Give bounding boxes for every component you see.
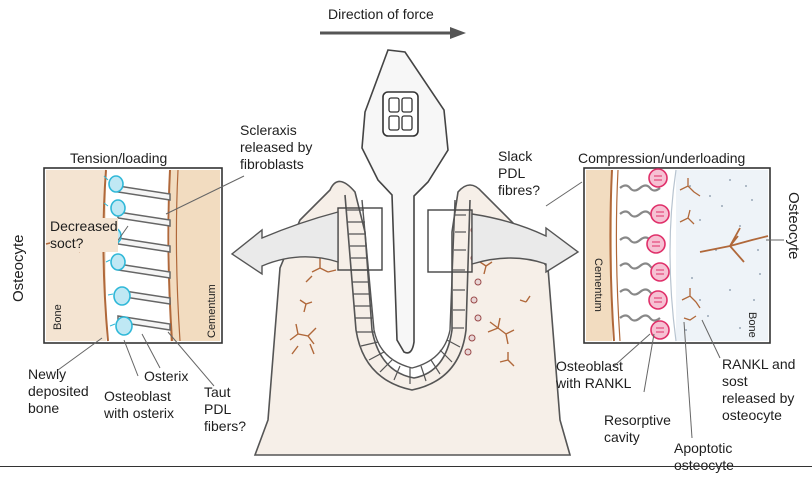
right-panel	[584, 168, 770, 343]
left-osteocyte-label: Osteocyte	[10, 234, 27, 302]
newly-line-3: bone	[28, 400, 89, 417]
left-bone-label: Bone	[52, 304, 64, 330]
crown-window-icon	[383, 92, 418, 136]
bottom-rule	[0, 466, 812, 467]
rankl-sost-line-4: osteocyte	[722, 407, 795, 424]
decreased-line-2: soct?	[50, 235, 118, 252]
taut-pdl-label: Taut PDL fibers?	[204, 384, 246, 435]
osteoblast-osterix-line-2: with osterix	[104, 405, 174, 422]
scleraxis-line-3: fibroblasts	[240, 156, 312, 173]
osterix-label: Osterix	[144, 368, 188, 385]
osteoblast-osterix-line-1: Osteoblast	[104, 388, 174, 405]
rankl-sost-line-2: sost	[722, 373, 795, 390]
scleraxis-label: Scleraxis released by fibroblasts	[240, 122, 312, 173]
resorptive-cavity-label: Resorptive cavity	[604, 412, 671, 446]
slack-line-1: Slack	[498, 148, 540, 165]
scleraxis-line-1: Scleraxis	[240, 122, 312, 139]
left-panel-title: Tension/loading	[70, 150, 167, 167]
apoptotic-line-1: Apoptotic	[674, 440, 734, 457]
taut-line-1: Taut	[204, 384, 246, 401]
apoptotic-osteocyte-label: Apoptotic osteocyte	[674, 440, 734, 474]
newly-line-1: Newly	[28, 366, 89, 383]
rankl-sost-line-1: RANKL and	[722, 356, 795, 373]
rankl-sost-label: RANKL and sost released by osteocyte	[722, 356, 795, 424]
osteoblast-rankl-line-2: with RANKL	[556, 375, 631, 392]
newly-deposited-label: Newly deposited bone	[28, 366, 89, 417]
slack-line-3: fibres?	[498, 182, 540, 199]
decreased-soct-label: Decreased soct?	[50, 218, 118, 252]
newly-line-2: deposited	[28, 383, 89, 400]
scleraxis-line-2: released by	[240, 139, 312, 156]
taut-line-3: fibers?	[204, 418, 246, 435]
slack-line-2: PDL	[498, 165, 540, 182]
force-arrow	[320, 27, 466, 39]
decreased-line-1: Decreased	[50, 218, 118, 235]
right-panel-title: Compression/underloading	[578, 150, 745, 167]
right-cementum-label: Cementum	[592, 258, 604, 312]
right-osteocyte-label: Osteocyte	[785, 192, 802, 260]
direction-of-force-label: Direction of force	[328, 6, 434, 23]
resorptive-line-2: cavity	[604, 429, 671, 446]
osteoblast-rankl-line-1: Osteoblast	[556, 358, 631, 375]
tooth	[362, 50, 448, 353]
left-panel	[44, 168, 222, 343]
left-cementum-label: Cementum	[206, 284, 218, 338]
slack-pdl-label: Slack PDL fibres?	[498, 148, 540, 199]
osteoblast-osterix-label: Osteoblast with osterix	[104, 388, 174, 422]
rankl-sost-line-3: released by	[722, 390, 795, 407]
osteoblast-rankl-label: Osteoblast with RANKL	[556, 358, 631, 392]
resorptive-line-1: Resorptive	[604, 412, 671, 429]
right-bone-label: Bone	[746, 312, 758, 338]
taut-line-2: PDL	[204, 401, 246, 418]
